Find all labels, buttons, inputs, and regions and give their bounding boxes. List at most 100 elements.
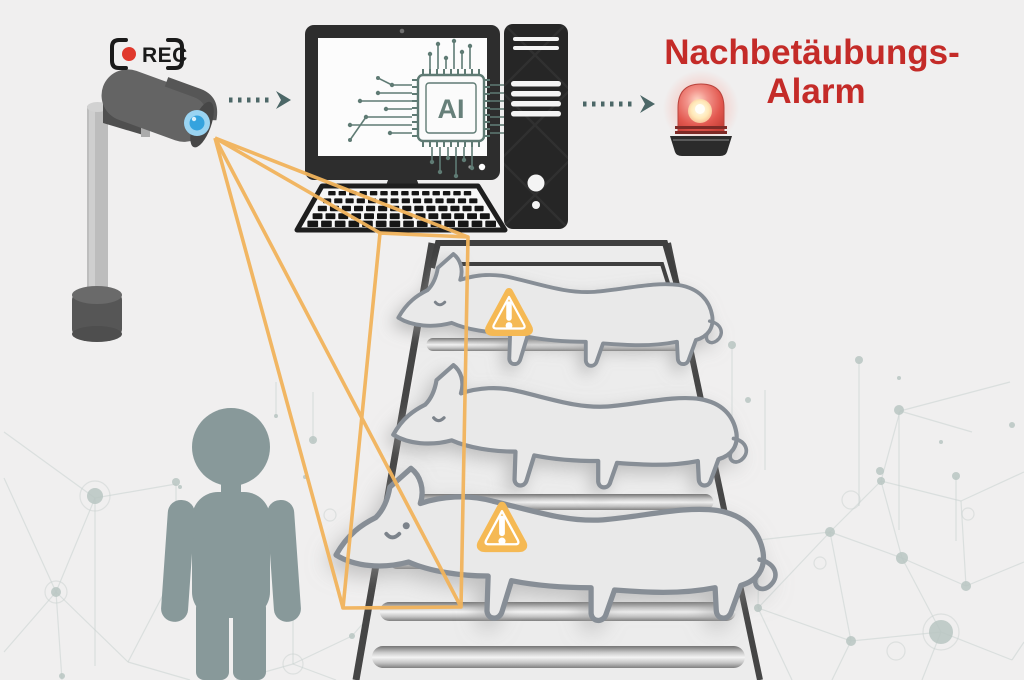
circuit-node bbox=[459, 49, 465, 55]
circuit-node bbox=[451, 38, 457, 44]
chip-label: AI bbox=[438, 94, 465, 124]
keyboard-key bbox=[312, 213, 323, 220]
keyboard-key bbox=[453, 191, 461, 196]
pig-tail bbox=[704, 319, 723, 345]
keyboard-key bbox=[356, 198, 365, 204]
circuit-node bbox=[427, 51, 433, 57]
camera-frustum bbox=[213, 136, 470, 610]
network-line bbox=[1011, 641, 1024, 661]
keyboard-key bbox=[380, 191, 388, 196]
alarm-beacon-icon bbox=[663, 70, 739, 156]
network-dot bbox=[855, 356, 863, 364]
ai-chip-icon: AI bbox=[412, 69, 490, 147]
keyboard-key bbox=[328, 191, 336, 196]
network-line bbox=[831, 640, 852, 680]
keyboard-key bbox=[463, 191, 472, 196]
keyboard-key bbox=[401, 198, 410, 204]
circuit-node bbox=[453, 173, 459, 179]
keyboard-key bbox=[389, 213, 400, 220]
network-line bbox=[757, 607, 852, 642]
camera-pole bbox=[72, 102, 122, 342]
keyboard-key bbox=[390, 191, 399, 196]
network-line bbox=[757, 607, 793, 680]
network-line bbox=[758, 531, 831, 541]
network-dot bbox=[274, 414, 278, 418]
pig-group bbox=[336, 252, 778, 620]
network-ring bbox=[323, 508, 337, 522]
circuit-node bbox=[461, 157, 467, 163]
network-line bbox=[850, 631, 942, 642]
network-dot bbox=[728, 341, 736, 349]
frustum-footprint bbox=[341, 231, 470, 610]
tower-icon bbox=[504, 24, 568, 229]
network-dot bbox=[929, 620, 953, 644]
keyboard-key bbox=[424, 198, 433, 204]
network-dot bbox=[754, 604, 762, 612]
keyboard-key bbox=[428, 213, 439, 220]
tower-power-button bbox=[527, 174, 545, 192]
warning-triangle-icon-2 bbox=[476, 501, 528, 553]
circuit-node bbox=[347, 122, 353, 128]
conveyor-roller bbox=[372, 646, 745, 668]
rec-label: REC bbox=[142, 44, 188, 67]
data-flow-arrow-camera-to-computer bbox=[229, 91, 291, 109]
network-dot bbox=[51, 587, 61, 597]
network-line bbox=[829, 531, 852, 642]
rec-indicator-icon: REC bbox=[110, 38, 188, 70]
network-line bbox=[899, 410, 973, 433]
pole-base bbox=[72, 293, 122, 336]
network-dot bbox=[172, 478, 180, 486]
conveyor-frame-outer bbox=[429, 240, 682, 293]
tower-crosshatch bbox=[504, 24, 568, 229]
keyboard-key bbox=[485, 220, 496, 227]
network-dot bbox=[876, 467, 884, 475]
network-dot bbox=[1009, 422, 1015, 428]
keyboard-key bbox=[378, 205, 388, 212]
keyboard-key bbox=[457, 198, 467, 204]
keyboard-key bbox=[375, 220, 387, 227]
keyboard-key bbox=[474, 205, 484, 212]
network-dot bbox=[961, 581, 971, 591]
keyboard-key bbox=[438, 205, 448, 212]
network-ring bbox=[886, 641, 906, 661]
keyboard-key bbox=[457, 220, 469, 227]
network-line bbox=[901, 557, 942, 633]
network-ring bbox=[922, 613, 960, 651]
keyboard-key bbox=[469, 198, 478, 204]
network-line bbox=[901, 557, 967, 587]
keyboard-key bbox=[446, 198, 455, 204]
tower-vents bbox=[511, 37, 561, 117]
keyboard-key bbox=[341, 205, 351, 212]
keyboard-key bbox=[338, 191, 346, 196]
camera-body bbox=[101, 69, 210, 142]
circuit-node bbox=[376, 76, 380, 80]
keyboard-key bbox=[479, 213, 490, 220]
circuit-trace bbox=[377, 77, 393, 86]
network-dot bbox=[846, 636, 856, 646]
network-line bbox=[292, 635, 353, 665]
network-line bbox=[960, 471, 1024, 502]
network-line bbox=[829, 531, 903, 559]
circuit-node bbox=[445, 155, 451, 161]
cctv-camera-icon bbox=[101, 69, 218, 148]
keyboard-key bbox=[390, 198, 399, 204]
network-ring bbox=[282, 653, 304, 675]
circuit-node bbox=[357, 98, 363, 104]
circuit-node bbox=[429, 159, 435, 165]
keyboard-key bbox=[321, 220, 332, 227]
circuit-node bbox=[375, 90, 381, 96]
network-line bbox=[829, 480, 882, 533]
network-line bbox=[757, 531, 831, 609]
circuit-trace bbox=[349, 116, 367, 141]
keyboard-key bbox=[441, 213, 452, 220]
network-dot bbox=[178, 485, 182, 489]
network-ring bbox=[813, 556, 827, 570]
network-dot bbox=[897, 376, 901, 380]
keyboard-key bbox=[442, 191, 451, 196]
keyboard-key bbox=[401, 191, 409, 196]
keyboard-icon bbox=[294, 183, 508, 233]
network-line bbox=[880, 480, 903, 559]
circuit-node bbox=[467, 43, 473, 49]
keyboard-key bbox=[325, 213, 336, 220]
